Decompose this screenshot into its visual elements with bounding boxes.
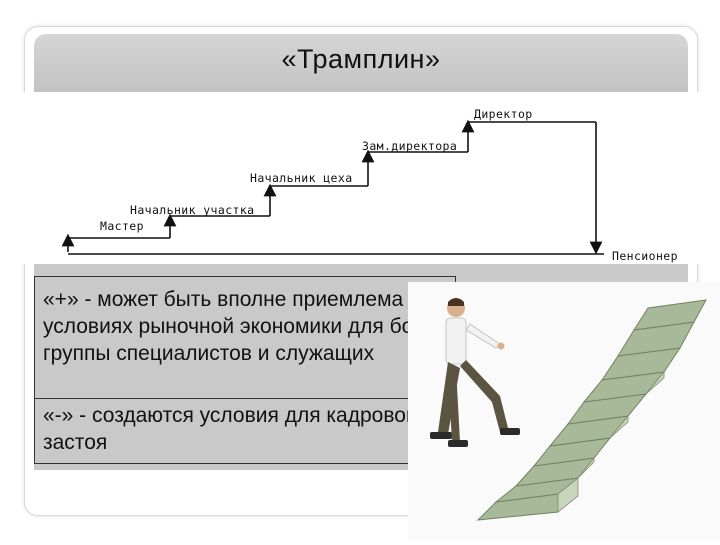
step-label-section-head: Начальник участка — [130, 203, 255, 217]
stair-step-2 — [170, 183, 277, 217]
step-label-director: Директор — [474, 107, 533, 121]
stair-step-4 — [368, 119, 475, 153]
step-label-deputy-director: Зам.директора — [362, 139, 457, 153]
pros-cons-box: «+» - может быть вполне приемлема в усло… — [34, 276, 476, 464]
stair-step-3 — [270, 149, 375, 187]
stair-step-5 — [468, 121, 603, 255]
step-label-master: Мастер — [100, 219, 144, 233]
stairs-svg: Мастер Начальник участка Начальник цеха … — [61, 107, 678, 263]
minus-note: «-» - создаются условия для кадрового за… — [43, 404, 425, 454]
box-divider — [35, 398, 455, 399]
plus-note: «+» - может быть вполне приемлема в усло… — [43, 288, 477, 365]
man-climbing-money-stairs-icon — [430, 298, 707, 521]
money-stairs-illustration — [408, 282, 720, 540]
climbing-man — [430, 298, 520, 447]
slide-title: «Трамплин» — [281, 44, 441, 74]
title-bar: «Трамплин» — [34, 34, 688, 92]
stair-step-1 — [61, 213, 177, 252]
career-stairs-diagram: Мастер Начальник участка Начальник цеха … — [0, 92, 720, 264]
step-label-shop-head: Начальник цеха — [250, 171, 353, 185]
step-label-pensioner: Пенсионер — [612, 249, 678, 263]
